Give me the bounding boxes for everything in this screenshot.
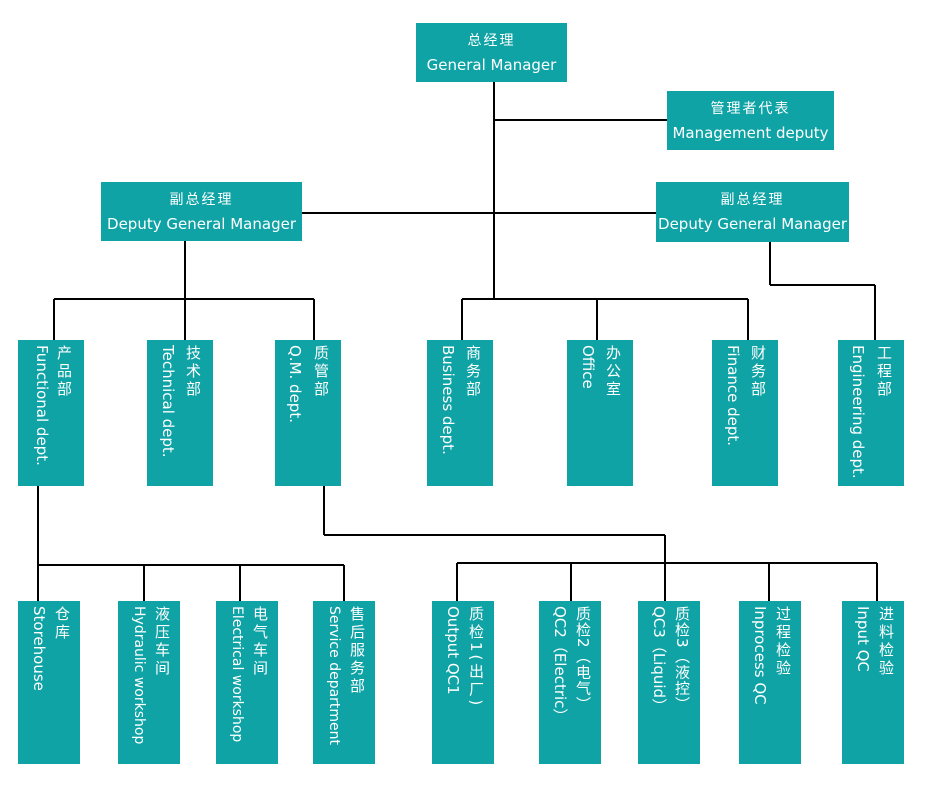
general-manager-en: General Manager [426,55,557,74]
dept-label-zh: 商务部 [464,345,482,399]
unit-label-zh: 电气车间 [251,606,269,678]
dept-label-zh: 产品部 [55,345,73,399]
qc-label-en: Inprocess QC [751,606,769,705]
dept-engineering: 工程部 Engineering dept. [838,340,904,486]
deputy-gm-right-en: Deputy General Manager [658,215,847,233]
unit-electrical-workshop: 电气车间 Electrical workshop [216,601,278,764]
dept-business: 商务部 Business dept. [427,340,493,486]
dept-qm: 质管部 Q.M. dept. [275,340,341,486]
unit-label-zh: 仓库 [53,606,71,642]
unit-label-zh: 液压车间 [153,606,171,678]
dept-technical: 技术部 Technical dept. [147,340,213,486]
deputy-gm-right-box: 副总经理 Deputy General Manager [656,182,849,242]
dept-label-en: Office [579,345,597,389]
deputy-gm-left-en: Deputy General Manager [107,214,296,233]
qc-label-zh: 质检2（电气） [574,606,592,713]
dept-label-en: Finance dept. [724,345,742,447]
general-manager-box: 总经理 General Manager [416,23,567,82]
qc-inprocess: 过程检验 Inprocess QC [739,601,801,764]
unit-label-en: Hydraulic workshop [131,606,147,745]
general-manager-zh: 总经理 [467,32,516,49]
qc-label-en: QC2（Electric） [551,606,569,724]
unit-label-en: Storehouse [30,606,48,691]
qc-output: 质检1(出厂) Output QC1 [432,601,494,764]
unit-label-en: Service department [326,606,342,746]
unit-hydraulic-workshop: 液压车间 Hydraulic workshop [118,601,180,764]
unit-label-zh: 售后服务部 [348,606,366,696]
dept-functional: 产品部 Functional dept. [18,340,84,486]
management-deputy-en: Management deputy [672,123,829,142]
dept-label-en: Q.M. dept. [286,345,304,423]
dept-label-en: Technical dept. [159,345,177,458]
dept-label-zh: 财务部 [749,345,767,399]
qc-label-zh: 质检1(出厂) [467,606,485,709]
qc-label-en: Output QC1 [444,606,462,695]
dept-office: 办公室 Office [567,340,633,486]
qc-label-en: QC3（Liquid） [650,606,668,714]
qc-label-en: Input QC [854,606,872,672]
management-deputy-box: 管理者代表 Management deputy [667,91,834,150]
dept-label-zh: 技术部 [184,345,202,399]
unit-service-department: 售后服务部 Service department [313,601,375,764]
deputy-gm-right-zh: 副总经理 [720,192,785,208]
qc-input: 进料检验 Input QC [842,601,904,764]
dept-label-en: Business dept. [439,345,457,455]
dept-label-en: Engineering dept. [849,345,867,479]
dept-label-zh: 质管部 [312,345,330,399]
management-deputy-zh: 管理者代表 [710,100,791,117]
dept-label-en: Functional dept. [33,345,51,466]
unit-label-en: Electrical workshop [229,606,245,743]
qc-electric: 质检2（电气） QC2（Electric） [539,601,601,764]
qc-label-zh: 质检3（液控） [673,606,691,713]
qc-label-zh: 进料检验 [877,606,895,678]
dept-label-zh: 工程部 [875,345,893,399]
unit-storehouse: 仓库 Storehouse [18,601,80,764]
deputy-gm-left-zh: 副总经理 [169,191,234,208]
dept-finance: 财务部 Finance dept. [712,340,778,486]
qc-liquid: 质检3（液控） QC3（Liquid） [638,601,700,764]
deputy-gm-left-box: 副总经理 Deputy General Manager [101,182,302,241]
qc-label-zh: 过程检验 [774,606,792,678]
dept-label-zh: 办公室 [604,345,622,399]
